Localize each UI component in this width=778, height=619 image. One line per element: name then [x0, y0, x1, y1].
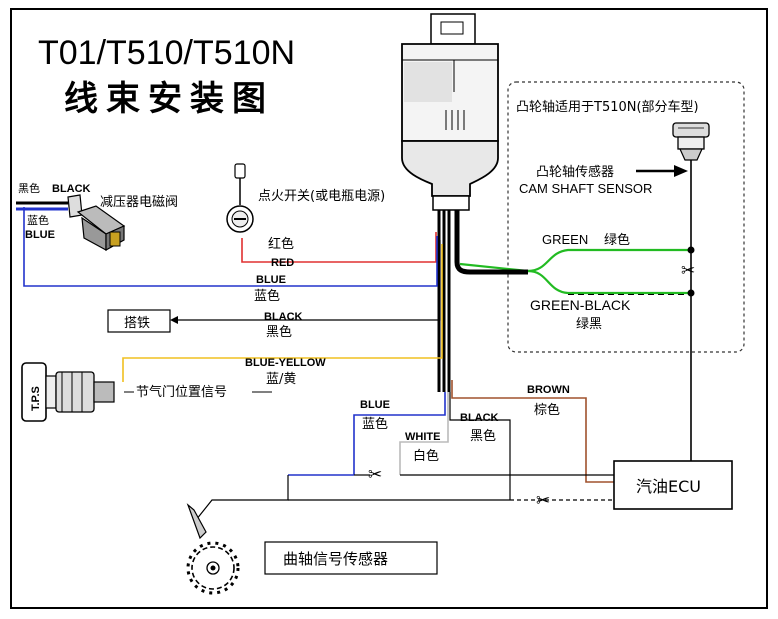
tps-sensor-icon [21, 362, 115, 422]
red-label-en: RED [271, 257, 294, 269]
black2-label-en: BLACK [460, 412, 499, 424]
crank-gear-icon [186, 503, 240, 595]
model-title: T01/T510/T510N [38, 34, 295, 72]
green-label-cn: 绿色 [604, 232, 630, 248]
scissors-icon: ✂ [536, 491, 550, 511]
ground-box [107, 309, 171, 333]
cam-sensor-en: CAM SHAFT SENSOR [519, 181, 652, 196]
valve-black-cn: 黑色 [18, 181, 40, 195]
blue-wire [23, 207, 438, 287]
junction-dot [687, 289, 695, 297]
ground-label: 搭铁 [124, 315, 150, 331]
blue-crank-wire [353, 392, 446, 475]
ecu-box [613, 460, 733, 510]
ignition-key-icon [226, 163, 254, 233]
ecu-label: 汽油ECU [636, 477, 701, 496]
crank-label: 曲轴信号传感器 [283, 550, 388, 568]
brown-label-en: BROWN [527, 384, 570, 396]
valve-black-en: BLACK [52, 183, 91, 195]
cam-shaft-sensor-icon [672, 122, 710, 161]
green-black-label-cn: 绿黑 [576, 317, 602, 332]
red-label-cn: 红色 [268, 236, 294, 252]
blue2-label-en: BLUE [360, 399, 390, 411]
camshaft-heading: 凸轮轴适用于T510N(部分车型) [516, 99, 699, 115]
green-label-en: GREEN [542, 232, 588, 247]
blue-yellow-wire [122, 244, 443, 382]
white-label-en: WHITE [405, 431, 440, 443]
white-label-cn: 白色 [413, 448, 439, 464]
black-label-en: BLACK [264, 311, 303, 323]
black-crank-wire [449, 392, 511, 500]
diagram-subtitle: 线束安装图 [64, 79, 274, 119]
blue-label-cn: 蓝色 [254, 288, 280, 304]
valve-blue-cn: 蓝色 [27, 213, 49, 227]
ground-wire [176, 240, 441, 321]
brown-label-cn: 棕色 [534, 402, 560, 418]
cam-harness-branch [454, 210, 528, 275]
red-wire [241, 232, 437, 263]
green-black-wire [527, 269, 691, 295]
blue-yellow-label-en: BLUE-YELLOW [245, 357, 326, 369]
green-wire [459, 248, 691, 273]
white-wire [399, 392, 449, 475]
cam-sensor-cn: 凸轮轴传感器 [536, 164, 614, 180]
valve-label: 减压器电磁阀 [100, 195, 178, 210]
brown-wire [451, 380, 614, 483]
tps-tag: T.P.S [30, 386, 42, 411]
ignition-label: 点火开关(或电瓶电源) [258, 189, 385, 204]
emulator-unit-icon [401, 13, 499, 211]
tps-signal-label: 节气门位置信号 [136, 384, 227, 400]
blue-label-en: BLUE [256, 274, 286, 286]
diagram-frame [10, 8, 768, 609]
ground-arrow [170, 316, 178, 324]
scissors-icon: ✂ [681, 261, 695, 281]
camshaft-box [507, 81, 745, 353]
scissors-icon: ✂ [368, 465, 382, 485]
valve-blue-en: BLUE [25, 229, 55, 241]
black-label-cn: 黑色 [266, 324, 292, 340]
cam-arrow-head [674, 165, 688, 177]
junction-dot [687, 246, 695, 254]
green-black-label-en: GREEN-BLACK [530, 297, 631, 313]
crank-sensor-wire [195, 475, 289, 521]
blue2-label-cn: 蓝色 [362, 416, 388, 432]
black2-label-cn: 黑色 [470, 428, 496, 444]
crank-label-box [264, 541, 438, 575]
blue-yellow-label-cn: 蓝/黄 [266, 372, 296, 387]
solenoid-valve-icon [67, 194, 126, 252]
